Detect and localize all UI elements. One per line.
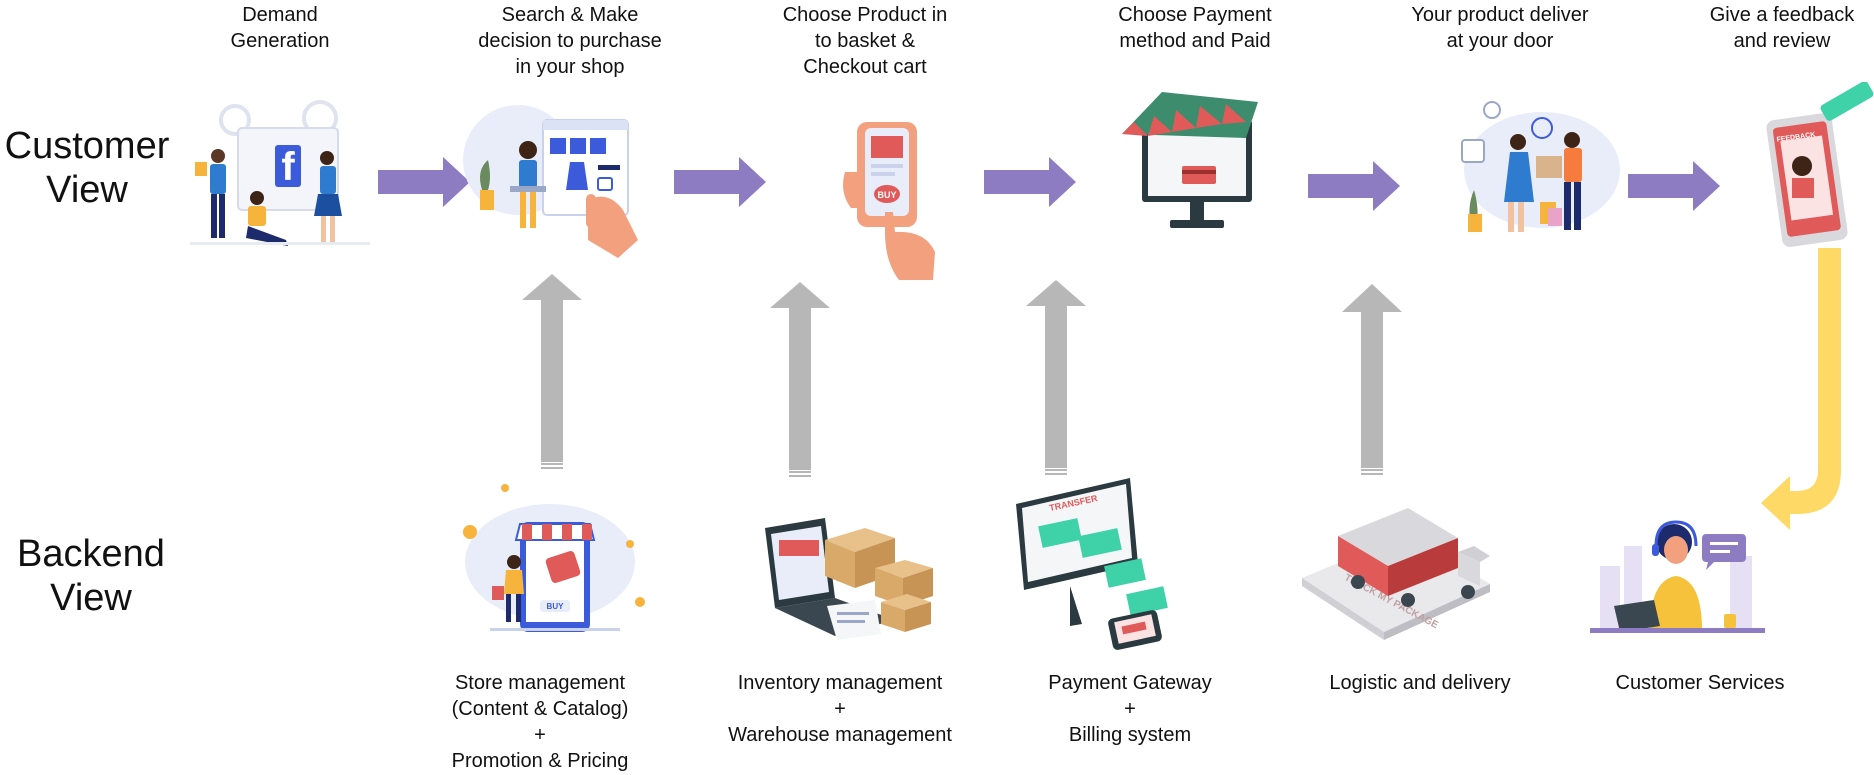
support-arrow-4	[1342, 284, 1402, 475]
step-title-product-delivered: Your product deliver at your door	[1411, 4, 1589, 52]
flow-arrow-3	[984, 157, 1076, 207]
flow-arrow-5	[1628, 161, 1720, 211]
customer-view-label: Customer View	[4, 125, 170, 211]
step-title-choose-payment: Choose Payment method and Paid	[1118, 4, 1272, 52]
flow-arrow-4	[1308, 161, 1400, 211]
svg-text:f: f	[281, 145, 295, 189]
step-title-search-decide: Search & Make decision to purchase in yo…	[478, 4, 662, 78]
feedback-tablet-illustration: FEEDBACK	[1760, 82, 1874, 252]
laptop-boxes-illustration	[755, 508, 945, 648]
support-agent-illustration	[1590, 506, 1765, 634]
buy-button-text: BUY	[877, 190, 896, 200]
backend-label-customer-services: Customer Services	[1615, 672, 1785, 694]
facebook-marketing-illustration: f	[190, 100, 370, 255]
online-shop-browsing-illustration	[458, 90, 648, 260]
store-buy-text: BUY	[547, 602, 565, 611]
support-arrow-1	[522, 274, 582, 469]
monitor-storefront-card-illustration	[1112, 82, 1262, 240]
delivery-truck-illustration: TRACK MY PACKAGE	[1298, 500, 1494, 648]
monitor-money-transfer-illustration: TRANSFER	[1010, 474, 1185, 654]
mobile-store-illustration: BUY	[450, 482, 650, 637]
return-arrow	[1761, 248, 1841, 530]
courier-handover-illustration	[1452, 90, 1627, 240]
phone-buy-button-illustration: BUY	[835, 112, 955, 282]
support-arrow-3	[1026, 280, 1086, 475]
flow-arrow-1	[378, 157, 470, 207]
support-arrow-2	[770, 282, 830, 477]
backend-view-label: Backend View	[17, 533, 165, 619]
backend-label-store-management: Store management (Content & Catalog) + P…	[451, 672, 629, 772]
backend-label-inventory-warehouse: Inventory management + Warehouse managem…	[728, 672, 952, 746]
step-title-feedback-review: Give a feedback and review	[1709, 4, 1855, 52]
backend-label-logistic-delivery: Logistic and delivery	[1329, 672, 1511, 694]
step-title-demand-generation: Demand Generation	[230, 4, 330, 52]
step-title-choose-product: Choose Product in to basket & Checkout c…	[782, 4, 948, 78]
backend-label-payment-billing: Payment Gateway + Billing system	[1048, 672, 1212, 746]
flow-arrow-2	[674, 157, 766, 207]
